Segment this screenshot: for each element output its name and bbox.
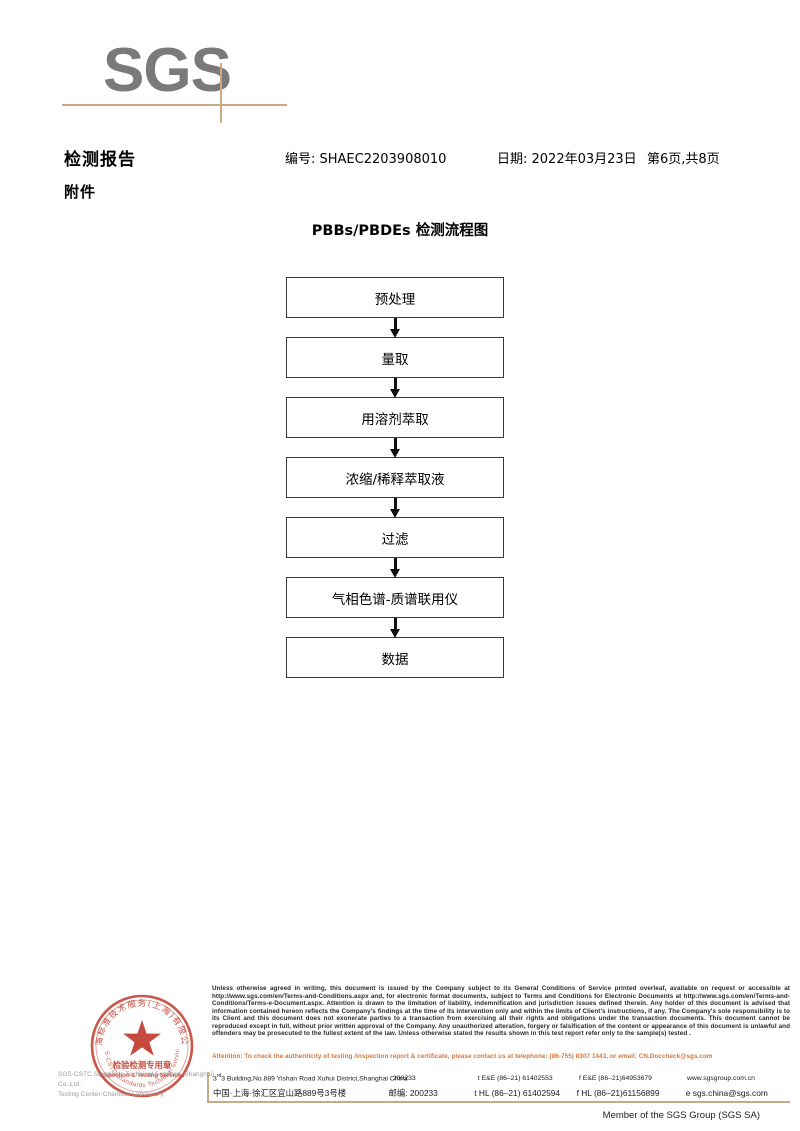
page-indicator: 第6页,共8页 xyxy=(647,152,720,167)
arrow-shaft xyxy=(393,498,397,511)
arrow-head xyxy=(389,629,400,638)
flow-step-label: 预处理 xyxy=(374,291,416,308)
logo-vertical-rule xyxy=(220,63,222,123)
page-subtitle: 附件 xyxy=(64,183,97,201)
report-number: 编号: SHAEC2203908010 xyxy=(285,152,447,167)
flow-arrow-icon xyxy=(286,438,504,458)
legal-disclaimer: Unless otherwise agreed in writing, this… xyxy=(212,985,790,1038)
address-vertical-divider xyxy=(207,1072,209,1102)
arrow-shaft xyxy=(393,618,397,631)
seal-caption-line1: SGS-CSTC Standards Technical Services (S… xyxy=(58,1071,215,1088)
address-street-cn: 中国·上海·徐汇区宜山路889号3号楼 xyxy=(213,1088,347,1098)
address-tel-en: t E&E (86–21) 61402553 xyxy=(477,1075,553,1083)
page-title: 检测报告 xyxy=(64,150,136,170)
svg-text:检验检测专用章: 检验检测专用章 xyxy=(113,1060,172,1070)
flow-arrow-icon xyxy=(286,318,504,338)
official-seal-stamp: 上海标准技术服务(上海)有限公司 SGS-CSTC Standards Tech… xyxy=(88,992,196,1100)
flowchart-title: PBBs/PBDEs 检测流程图 xyxy=(311,223,489,239)
address-street-en-text: 3 Building,No.889 Yishan Road Xuhui Dist… xyxy=(221,1075,408,1083)
flow-arrow-icon xyxy=(286,378,504,398)
arrow-head xyxy=(389,449,400,458)
address-zip-cn: 邮编: 200233 xyxy=(388,1088,438,1098)
address-row-en: 3rd3 Building,No.889 Yishan Road Xuhui D… xyxy=(213,1073,793,1087)
flow-step-label: 用溶剂萃取 xyxy=(361,411,429,428)
seal-caption: SGS-CSTC Standards Technical Services (S… xyxy=(58,1070,233,1100)
sgs-logo-text: SGS xyxy=(103,36,232,105)
address-tel-cn: t HL (86–21) 61402594 xyxy=(474,1088,561,1098)
flow-step-4: 浓缩/稀释萃取液 xyxy=(286,457,504,498)
flow-arrow-icon xyxy=(286,558,504,578)
address-zip-en: 200233 xyxy=(393,1075,416,1083)
report-date: 日期: 2022年03月23日 xyxy=(497,152,637,167)
flow-step-6: 气相色谱-质谱联用仪 xyxy=(286,577,504,618)
address-fax-en: f E&E (86–21)64953679 xyxy=(579,1075,652,1083)
arrow-head xyxy=(389,509,400,518)
address-email-cn[interactable]: e sgs.china@sgs.com xyxy=(685,1088,768,1098)
seal-caption-line2: Testing Center-Chemical Laboratory xyxy=(58,1091,164,1098)
arrow-shaft xyxy=(393,318,397,331)
flow-step-7: 数据 xyxy=(286,637,504,678)
flow-step-label: 量取 xyxy=(381,351,409,368)
flow-step-label: 浓缩/稀释萃取液 xyxy=(345,471,445,488)
attention-notice: Attention: To check the authenticity of … xyxy=(212,1053,713,1060)
flow-step-2: 量取 xyxy=(286,337,504,378)
arrow-shaft xyxy=(393,558,397,571)
address-web-en[interactable]: www.sgsgroup.com.cn xyxy=(686,1075,755,1083)
flow-step-1: 预处理 xyxy=(286,277,504,318)
flowchart: 预处理 量取 用溶剂萃取 浓缩/稀释萃取液 过滤 xyxy=(286,277,504,678)
flow-step-label: 数据 xyxy=(381,651,409,668)
address-street-en: 3rd3 Building,No.889 Yishan Road Xuhui D… xyxy=(213,1073,408,1083)
seal-icon: 上海标准技术服务(上海)有限公司 SGS-CSTC Standards Tech… xyxy=(88,992,194,1098)
address-street-superscript: rd xyxy=(216,1073,222,1079)
address-fax-cn: f HL (86–21)61156899 xyxy=(576,1088,660,1098)
member-line: Member of the SGS Group (SGS SA) xyxy=(602,1110,760,1121)
arrow-head xyxy=(389,329,400,338)
arrow-shaft xyxy=(393,438,397,451)
flow-arrow-icon xyxy=(286,498,504,518)
flow-step-5: 过滤 xyxy=(286,517,504,558)
flow-arrow-icon xyxy=(286,618,504,638)
address-row-cn: 中国·上海·徐汇区宜山路889号3号楼 邮编: 200233 t HL (86–… xyxy=(213,1087,793,1101)
flow-step-3: 用溶剂萃取 xyxy=(286,397,504,438)
flow-step-label: 气相色谱-质谱联用仪 xyxy=(331,591,459,608)
arrow-head xyxy=(389,389,400,398)
logo-horizontal-rule xyxy=(62,104,287,106)
address-block: 3rd3 Building,No.889 Yishan Road Xuhui D… xyxy=(213,1073,793,1101)
arrow-shaft xyxy=(393,378,397,391)
flow-step-label: 过滤 xyxy=(381,531,409,548)
arrow-head xyxy=(389,569,400,578)
svg-text:Inspection & Testing Services: Inspection & Testing Services xyxy=(100,1073,186,1079)
address-horizontal-divider xyxy=(207,1101,790,1103)
sgs-logo: SGS xyxy=(62,36,303,123)
